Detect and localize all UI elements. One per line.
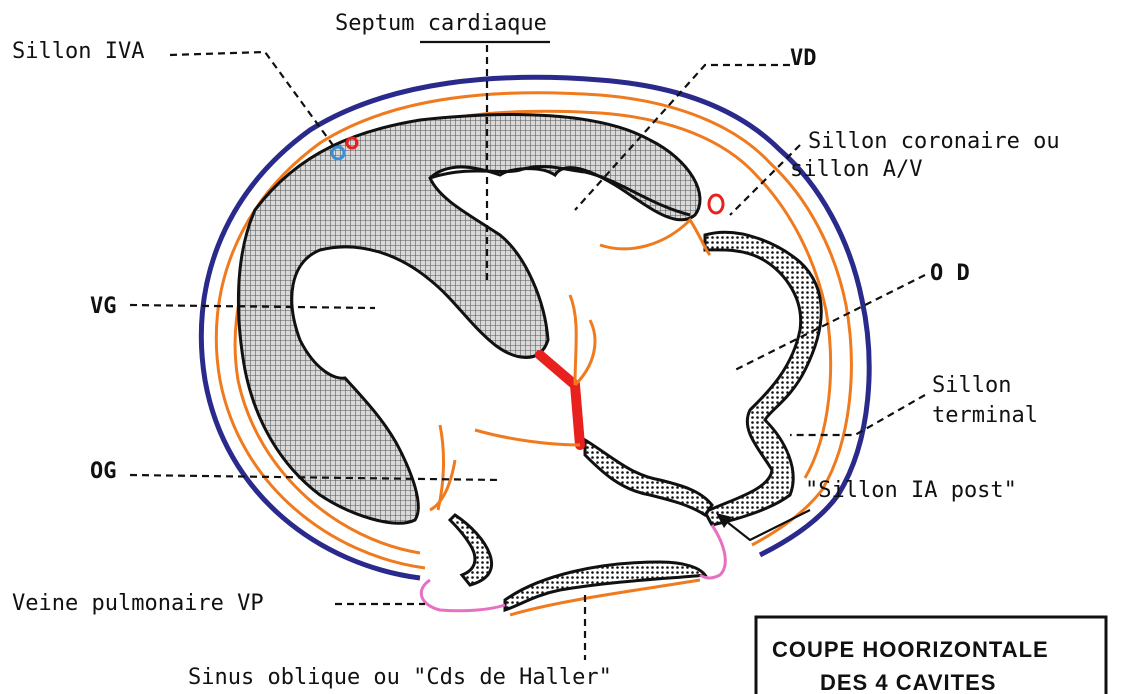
left-ventricle-myocardium [238, 115, 700, 524]
label-og: OG [90, 459, 117, 484]
label-sillon-ia-post: "Sillon IA post" [805, 478, 1017, 503]
ia-post-pink [700, 525, 725, 578]
label-veine-pulmonaire: Veine pulmonaire VP [12, 591, 264, 616]
label-sillon-iva: Sillon IVA [12, 39, 144, 64]
leader-sillon-iva [170, 52, 335, 148]
label-sillon-coronaire-2: sillon A/V [790, 157, 922, 182]
posterior-sinus-wall [505, 562, 705, 610]
leader-sillon-terminal [790, 395, 925, 435]
interatrial-lower-wall [585, 440, 712, 515]
pulmonary-vein [421, 580, 505, 611]
label-sinus-oblique: Sinus oblique ou "Cds de Haller" [188, 665, 612, 690]
label-sillon-terminal-2: terminal [932, 403, 1038, 428]
leader-vg [130, 305, 375, 308]
label-septum: Septum cardiaque [335, 11, 547, 36]
coronary-artery-circle [709, 195, 723, 213]
label-vg: VG [90, 294, 117, 319]
label-vd: VD [790, 46, 817, 71]
og-fat-fragment [430, 425, 455, 510]
title-box-line2: DES 4 CAVITES [820, 670, 996, 694]
left-atrium-wall [450, 515, 492, 585]
title-box-line1: COUPE HOORIZONTALE [772, 637, 1049, 662]
label-od: O D [930, 261, 970, 286]
av-groove-fat [600, 220, 710, 255]
label-sillon-coronaire-1: Sillon coronaire ou [808, 129, 1060, 154]
label-sillon-terminal-1: Sillon [932, 373, 1011, 398]
right-atrium-wall [705, 232, 821, 525]
